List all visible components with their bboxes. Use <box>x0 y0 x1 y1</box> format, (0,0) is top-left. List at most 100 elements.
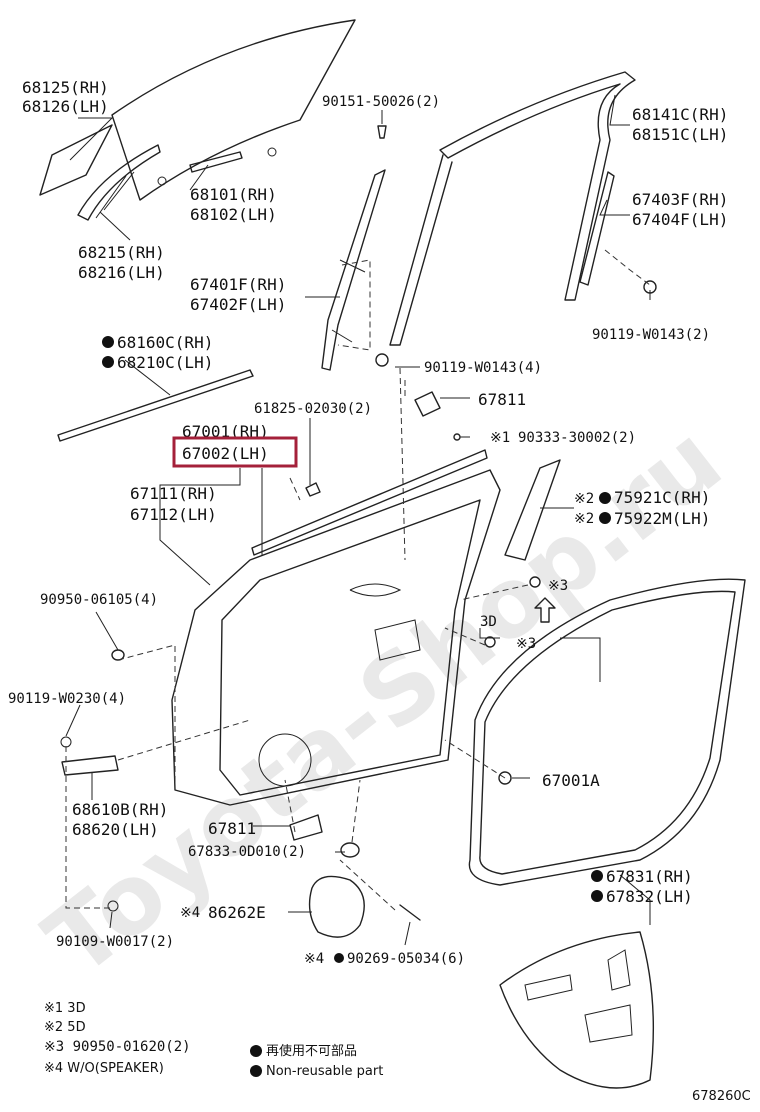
label-67111: 67111(RH) <box>130 484 217 503</box>
clip-upper <box>529 576 541 588</box>
legend-note-1: ※1 3D <box>44 1001 86 1016</box>
pillar-garnish <box>504 459 561 561</box>
speaker <box>308 875 365 938</box>
legend-note-2: ※2 5D <box>44 1020 86 1035</box>
label-75922: 75922M(LH) <box>614 509 710 528</box>
legend-note-3: ※3 90950-01620(2) <box>44 1039 191 1055</box>
clip <box>157 176 167 186</box>
label-90151: 90151-50026(2) <box>322 94 440 110</box>
run-channel-inner <box>95 171 135 219</box>
label-68101: 68101(RH) <box>190 185 277 204</box>
mark-2a: ※2 <box>574 491 594 507</box>
mark-3a: ※3 <box>548 578 568 594</box>
belt-moulding <box>57 369 254 442</box>
door-check <box>61 755 119 776</box>
legend-reuse-en: Non-reusable part <box>266 1064 383 1079</box>
label-67811-bottom: 67811 <box>208 819 256 838</box>
label-67831: 67831(RH) <box>606 867 693 886</box>
hole-plug <box>340 842 360 858</box>
label-67404: 67404F(LH) <box>632 210 728 229</box>
legend-reuse-jp: 再使用不可部品 <box>266 1043 357 1059</box>
non-reusable-mark <box>102 336 114 348</box>
arrow-up-icon <box>534 597 556 623</box>
part-drawings <box>39 19 746 1089</box>
label-68151: 68151C(LH) <box>632 125 728 144</box>
mark-4b: ※4 <box>304 951 324 967</box>
speaker-screw <box>399 904 421 921</box>
service-hole-cover <box>289 814 323 841</box>
outer-weatherstrip <box>251 449 488 556</box>
label-90950-06105: 90950-06105(4) <box>40 592 158 608</box>
label-67402: 67402F(LH) <box>190 295 286 314</box>
frame-bracket <box>331 259 366 343</box>
screw <box>377 125 387 139</box>
legend-note-4: ※4 W/O(SPEAKER) <box>44 1061 164 1076</box>
highlight-box <box>172 436 298 468</box>
label-67403: 67403F(RH) <box>632 190 728 209</box>
speaker-opening <box>258 733 312 787</box>
label-68102: 68102(LH) <box>190 205 277 224</box>
label-68160: 68160C(RH) <box>117 333 213 352</box>
non-reusable-mark <box>599 512 611 524</box>
door-opening-weatherstrip-inner <box>479 590 736 875</box>
clip-61825 <box>305 482 321 497</box>
door-frame-weatherstrip <box>439 71 636 301</box>
label-90119-w0230: 90119-W0230(4) <box>8 691 126 707</box>
label-90119-w0143-2: 90119-W0143(2) <box>592 327 710 343</box>
bolt <box>375 353 389 367</box>
label-67833: 67833-0D010(2) <box>188 844 306 860</box>
label-3d: 3D <box>480 614 497 630</box>
door-opening-weatherstrip <box>468 578 746 886</box>
inner-holes <box>349 583 421 661</box>
mark-3b: ※3 <box>516 636 536 652</box>
label-86262: 86262E <box>208 903 266 922</box>
bolt <box>60 736 72 748</box>
label-68610: 68610B(RH) <box>72 800 168 819</box>
glass-run <box>389 154 453 346</box>
clip-90333 <box>453 433 461 441</box>
diagram-code: 678260C <box>692 1089 751 1104</box>
door-inner-panel <box>219 499 481 796</box>
label-90119-w0143-4: 90119-W0143(4) <box>424 360 542 376</box>
non-reusable-mark <box>250 1045 262 1057</box>
leader-lines <box>65 94 651 946</box>
non-reusable-mark <box>102 356 114 368</box>
bolt <box>107 900 119 912</box>
run-channel <box>77 144 161 221</box>
door-trim-panel <box>499 931 655 1089</box>
label-90333: 90333-30002(2) <box>518 430 636 446</box>
label-67112: 67112(LH) <box>130 505 217 524</box>
non-reusable-mark <box>591 890 603 902</box>
trim-handle <box>524 949 633 1043</box>
clip-67811 <box>414 391 441 417</box>
label-90109: 90109-W0017(2) <box>56 934 174 950</box>
label-67832: 67832(LH) <box>606 887 693 906</box>
channel-bar <box>189 151 243 173</box>
quarter-glass <box>39 124 113 196</box>
door-glass <box>111 19 356 201</box>
rear-lower-frame <box>579 171 615 286</box>
label-68210: 68210C(LH) <box>117 353 213 372</box>
legend: ※1 3D ※2 5D ※3 90950-01620(2) ※4 W/O(SPE… <box>44 1001 751 1104</box>
label-67401: 67401F(RH) <box>190 275 286 294</box>
label-67002: 67002(LH) <box>182 444 269 463</box>
label-68620: 68620(LH) <box>72 820 159 839</box>
non-reusable-mark <box>599 492 611 504</box>
non-reusable-mark <box>591 870 603 882</box>
door-panel <box>171 469 501 806</box>
label-90269: 90269-05034(6) <box>347 951 465 967</box>
mark-4a: ※4 <box>180 905 200 921</box>
part-labels: 68125(RH) 68126(LH) 90151-50026(2) 68141… <box>8 78 728 967</box>
front-lower-frame <box>321 169 386 371</box>
non-reusable-mark <box>334 953 344 963</box>
clip-3d <box>484 636 496 648</box>
label-75921: 75921C(RH) <box>614 488 710 507</box>
label-68215: 68215(RH) <box>78 243 165 262</box>
mark-2b: ※2 <box>574 511 594 527</box>
mark-1: ※1 <box>490 430 510 446</box>
label-67001a: 67001A <box>542 771 600 790</box>
clip <box>267 147 277 157</box>
label-61825: 61825-02030(2) <box>254 401 372 417</box>
label-67811-top: 67811 <box>478 390 526 409</box>
